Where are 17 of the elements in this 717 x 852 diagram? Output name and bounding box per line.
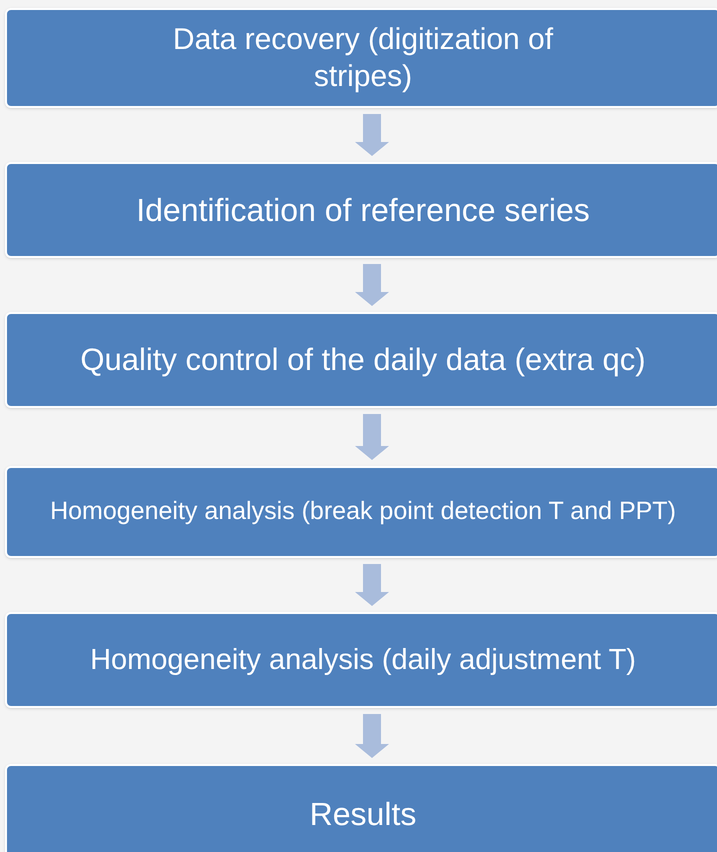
down-arrow: [355, 264, 389, 306]
step-text: Homogeneity analysis (break point detection T and PPT): [50, 496, 676, 528]
down-arrow: [355, 564, 389, 606]
down-arrow: [355, 114, 389, 156]
process-box: [5, 312, 717, 408]
down-arrow: [355, 714, 389, 758]
process-box: [5, 8, 717, 108]
process-box: [5, 466, 717, 558]
step-text: Homogeneity analysis (daily adjustment T): [90, 642, 636, 678]
step-text: Results: [310, 795, 416, 834]
process-box: [5, 612, 717, 708]
process-box: [5, 764, 717, 852]
down-arrow: [355, 414, 389, 460]
step-text: Identification of reference series: [136, 191, 590, 230]
process-box: [5, 162, 717, 258]
step-text: Quality control of the daily data (extra qc): [80, 340, 646, 379]
step-text: Data recovery (digitization of stripes): [172, 22, 554, 95]
